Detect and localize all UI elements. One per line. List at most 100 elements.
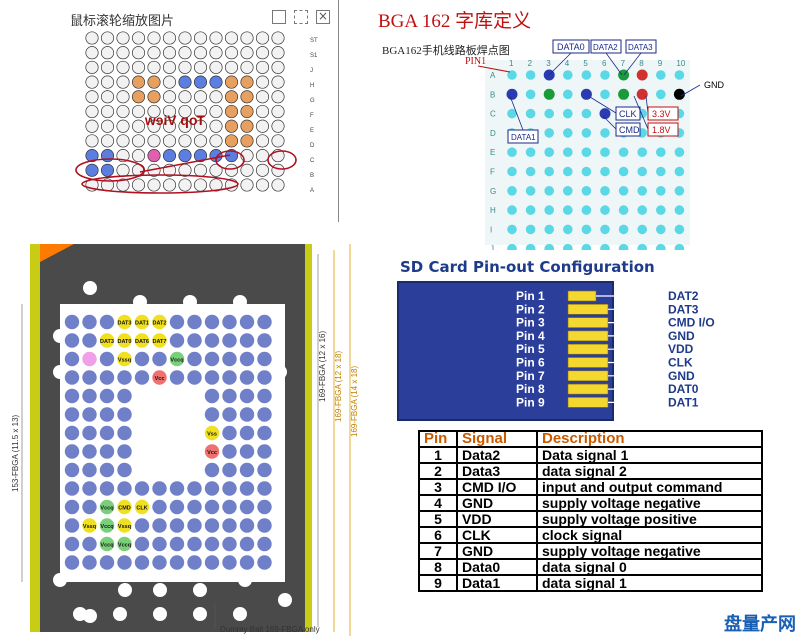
- fbga-ball: [222, 518, 237, 533]
- pin1-marker: [40, 244, 74, 262]
- dim-right1: 169-FBGA (12 x 16): [318, 331, 327, 402]
- fbga-ball: [204, 425, 220, 441]
- dummy-ball-note: Dummy Ball 169-FBGA only: [220, 625, 320, 634]
- viewer-ball: [178, 75, 192, 89]
- fbga-ball: [187, 555, 202, 570]
- bga-row-label: H: [490, 206, 496, 215]
- fbga-ball: [257, 481, 272, 496]
- fbga-ball: [204, 518, 220, 533]
- viewer-ball: [178, 178, 192, 192]
- sd-contact-pad: [567, 357, 609, 368]
- bga-ball: [525, 166, 536, 177]
- bga-col-label: 4: [565, 59, 570, 68]
- viewer-ball: [85, 31, 99, 45]
- viewer-ball: [209, 134, 223, 148]
- bga-ball: [544, 243, 554, 250]
- viewer-ball: [271, 31, 285, 45]
- support-ball: [113, 607, 127, 621]
- viewer-ball: [240, 75, 254, 89]
- bga162-subtitle: BGA162手机线路板焊点图: [382, 45, 510, 57]
- table-cell: 7: [418, 542, 458, 560]
- fullscreen-icon[interactable]: [294, 10, 308, 24]
- viewer-ball: [209, 60, 223, 74]
- fbga-ball: [82, 481, 97, 496]
- support-ball: [233, 295, 247, 309]
- viewer-ball: [240, 178, 254, 192]
- fbga-ball: [64, 407, 80, 422]
- bga-row-label: G: [490, 187, 496, 196]
- fbga-ball: [222, 444, 237, 459]
- fbga-ball: [257, 518, 272, 533]
- fbga-ball-label: DAT1: [135, 321, 149, 327]
- bga-ball: [563, 89, 573, 100]
- sd-contact-pad: [567, 343, 609, 355]
- viewer-ball: [116, 163, 130, 177]
- fbga-ball: [99, 351, 115, 367]
- bga-ball: [507, 186, 517, 196]
- bga-ball: [563, 108, 573, 119]
- table-cell: 4: [418, 494, 458, 512]
- fbga-ball: [82, 536, 97, 552]
- bga-ball: [507, 108, 517, 119]
- viewer-ball: [100, 31, 115, 45]
- bga-ball: [637, 147, 647, 157]
- viewer-ball: [162, 75, 177, 89]
- mirrored-caption: Top View: [145, 112, 205, 128]
- bga-ball: [599, 108, 611, 120]
- open-external-icon[interactable]: [272, 10, 286, 24]
- fbga-ball: [257, 425, 272, 441]
- fbga-ball: [222, 555, 237, 570]
- sd-signal-label: GND: [668, 369, 695, 383]
- fbga-ball-label: DAT3: [100, 339, 114, 345]
- bga-ball: [600, 186, 610, 196]
- fbga-ball: [204, 481, 220, 496]
- bga-col-label: 5: [583, 59, 588, 68]
- bga-ball: [507, 70, 517, 80]
- viewer-ball: [209, 163, 223, 177]
- support-ball: [233, 607, 247, 621]
- fbga-ball: [99, 555, 115, 570]
- viewer-ball: [162, 46, 177, 60]
- bga-ball: [637, 243, 647, 250]
- bga-ball: [674, 243, 685, 250]
- bga-ball: [600, 147, 610, 157]
- viewer-ball: [255, 163, 270, 177]
- sd-contact-pad: [567, 383, 609, 395]
- viewer-row-label: F: [310, 113, 314, 119]
- viewer-ball: [147, 31, 161, 45]
- viewer-ball: [271, 104, 285, 119]
- fbga-ball: [257, 444, 272, 459]
- viewer-ball: [271, 75, 285, 89]
- callout-data2: DATA2: [593, 43, 618, 52]
- table-cell: GND: [456, 494, 538, 512]
- table-cell: Data1: [456, 574, 538, 592]
- fbga-ball-label: Vccq: [100, 543, 113, 549]
- viewer-ball: [178, 104, 192, 119]
- viewer-ball: [131, 46, 146, 60]
- support-ball: [238, 573, 252, 587]
- fbga-ball: [64, 388, 80, 404]
- fbga-ball: [169, 555, 185, 570]
- viewer-ball: [209, 178, 223, 192]
- sd-signal-label: DAT0: [668, 382, 699, 396]
- bga-row-label: A: [490, 71, 496, 80]
- th-signal: Signal: [456, 430, 538, 448]
- bga-ball: [600, 243, 610, 250]
- fbga-ball: [257, 536, 272, 552]
- bga-ball: [656, 243, 666, 250]
- viewer-ball: [240, 119, 254, 133]
- viewer-ball: [100, 90, 115, 104]
- viewer-ball: [224, 104, 239, 119]
- viewer-ball: [178, 134, 192, 148]
- watermark-logo: 盘量产网: [724, 614, 796, 634]
- bga-ball: [544, 205, 554, 215]
- fbga-ball: [222, 481, 237, 496]
- close-icon[interactable]: ×: [316, 9, 330, 24]
- sd-pin-label: Pin 3: [516, 316, 545, 330]
- viewer-ball: [131, 134, 146, 148]
- viewer-ball: [100, 163, 115, 177]
- viewer-ball: [178, 60, 192, 74]
